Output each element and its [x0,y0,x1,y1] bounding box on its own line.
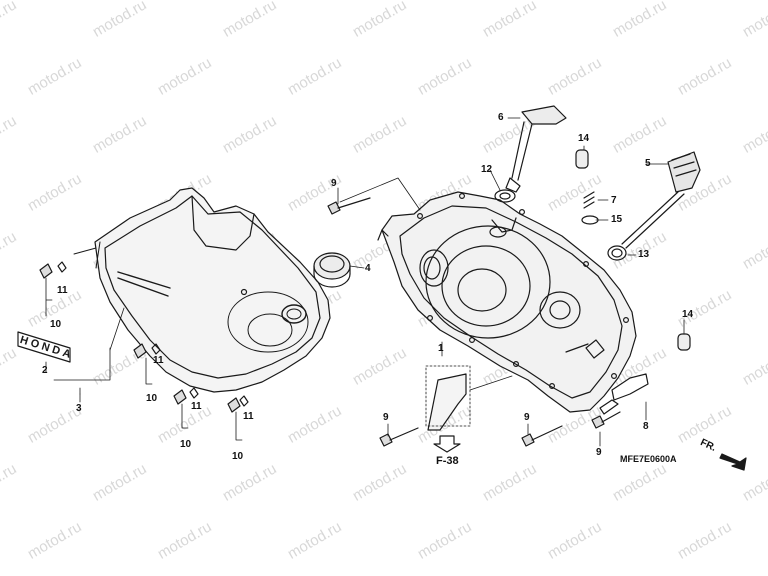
callout-1: 1 [438,343,444,354]
callout-9-lower: 9 [524,412,530,423]
callout-10-d: 10 [232,451,244,462]
callout-10-a: 10 [50,319,62,330]
emblem [17,331,71,363]
bolt-lower [521,425,563,447]
callout-11-c: 11 [191,401,202,412]
callout-14-lower: 14 [682,309,694,320]
callout-3: 3 [76,403,82,414]
callout-10-c: 10 [180,439,192,450]
small-parts [427,149,691,453]
callout-12: 12 [481,164,493,175]
callout-11-a: 11 [57,285,68,296]
left-crankcase-cover [73,187,331,393]
callout-8: 8 [643,421,649,432]
left-bolt-sets [39,261,249,413]
oil-dipstick [621,151,701,249]
callout-11-d: 11 [243,411,254,422]
right-crankcase-cover [377,191,637,413]
forward-arrow [719,453,747,471]
oil-seal [313,252,351,288]
bolt-right [591,411,621,429]
callout-14-upper: 14 [578,133,590,144]
breather-fitting [505,105,567,193]
reference-label: F-38 [436,455,459,467]
callout-9-top: 9 [331,178,337,189]
bolt-top [327,197,371,215]
callout-11-b: 11 [153,355,164,366]
callout-15: 15 [611,214,623,225]
callout-9-right: 9 [596,447,602,458]
diagram-code: MFE7E0600A [620,454,677,464]
bolt-bracket [379,427,419,447]
callout-13: 13 [638,249,650,260]
callout-4: 4 [365,263,371,274]
callout-6: 6 [498,112,504,123]
callout-7: 7 [611,195,617,206]
callout-5: 5 [645,158,651,169]
bolts [327,197,621,447]
callout-10-b: 10 [146,393,158,404]
callout-2: 2 [42,365,48,376]
callout-9-bracket: 9 [383,412,389,423]
leader-lines [45,117,685,447]
